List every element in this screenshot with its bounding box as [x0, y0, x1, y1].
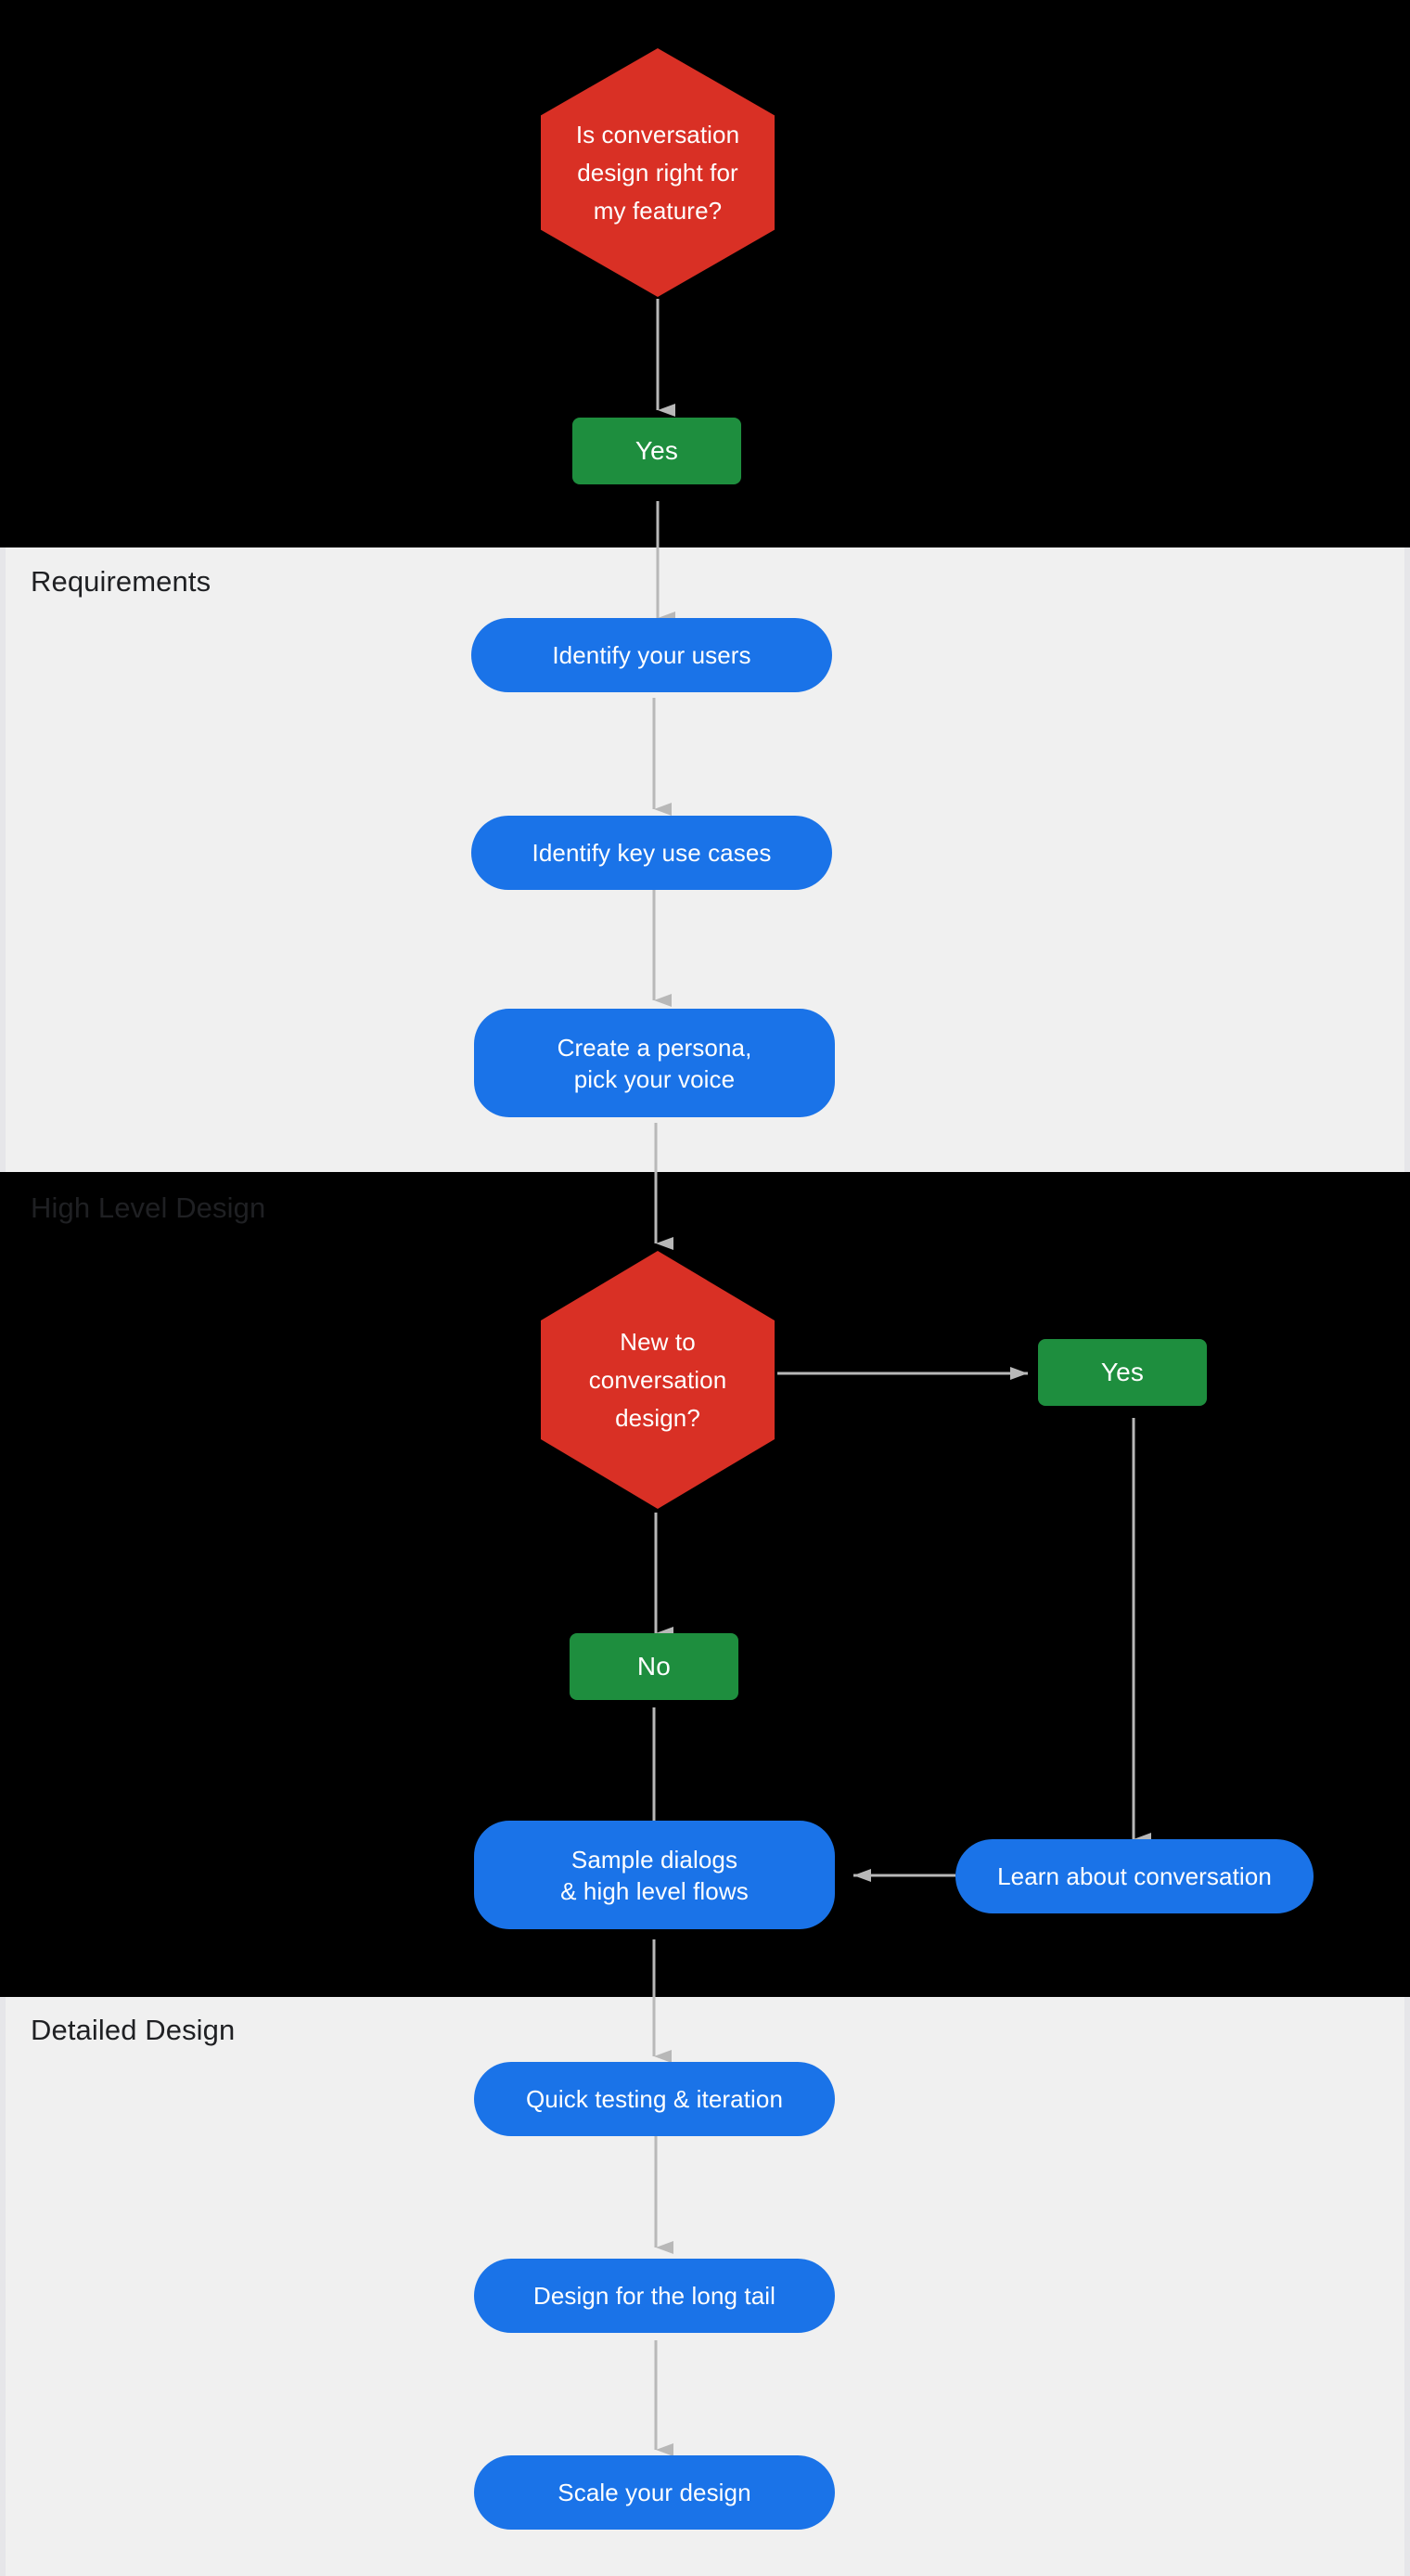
step-node-label: Scale your design [558, 2477, 750, 2508]
band-edge-left-detailed [0, 1997, 6, 2576]
step-node-learn-about-conversation[interactable]: Learn about conversation [955, 1839, 1314, 1913]
step-node-label: Design for the long tail [533, 2280, 776, 2312]
answer-node-yes-2[interactable]: Yes [1038, 1339, 1207, 1406]
identify-users-line-1: Identify your users [552, 641, 751, 669]
decision-node-label: New to conversation design? [589, 1323, 727, 1437]
answer-node-no-2[interactable]: No [570, 1633, 738, 1700]
step-node-identify-your-users[interactable]: Identify your users [471, 618, 832, 692]
step-node-label: Learn about conversation [997, 1861, 1272, 1892]
use-cases-line-1: Identify key use cases [532, 839, 772, 867]
quick-testing-line-1: Quick testing & iteration [525, 2085, 784, 2113]
create-persona-line-1: Create a persona, [557, 1033, 752, 1062]
section-label-high-level-design: High Level Design [31, 1191, 266, 1224]
answer-no-2-label: No [636, 1652, 672, 1681]
section-label-requirements: Requirements [31, 565, 212, 598]
band-edge-right-detailed [1404, 1997, 1410, 2576]
section-label-detailed-design: Detailed Design [31, 2014, 236, 2046]
step-node-create-persona-pick-voice[interactable]: Create a persona, pick your voice [474, 1009, 835, 1117]
decision1-line-3: my feature? [593, 196, 723, 225]
create-persona-line-2: pick your voice [573, 1064, 736, 1093]
step-node-identify-key-use-cases[interactable]: Identify key use cases [471, 816, 832, 890]
decision2-line-3: design? [615, 1403, 700, 1432]
scale-design-line-1: Scale your design [558, 2479, 751, 2506]
decision-node-label: Is conversation design right for my feat… [576, 116, 739, 230]
learn-conversation-line-1: Learn about conversation [997, 1862, 1272, 1890]
step-node-label: Create a persona, pick your voice [558, 1032, 752, 1095]
step-node-design-for-long-tail[interactable]: Design for the long tail [474, 2259, 835, 2333]
step-node-quick-testing-iteration[interactable]: Quick testing & iteration [474, 2062, 835, 2136]
decision2-line-1: New to [620, 1327, 696, 1356]
band-edge-left-requirements [0, 547, 6, 1172]
decision2-line-2: conversation [588, 1365, 727, 1394]
sample-dialogs-line-1: Sample dialogs [570, 1845, 738, 1874]
step-node-label: Sample dialogs & high level flows [560, 1844, 749, 1907]
step-node-label: Identify your users [552, 639, 750, 671]
answer-yes-1-label: Yes [634, 436, 679, 465]
decision1-line-2: design right for [577, 158, 738, 187]
answer-node-yes-1[interactable]: Yes [572, 418, 741, 484]
answer-yes-2-label: Yes [1100, 1358, 1145, 1386]
step-node-label: Quick testing & iteration [526, 2083, 783, 2115]
band-edge-right-requirements [1404, 547, 1410, 1172]
step-node-scale-your-design[interactable]: Scale your design [474, 2455, 835, 2530]
long-tail-line-1: Design for the long tail [532, 2282, 776, 2310]
decision1-line-1: Is conversation [575, 120, 740, 148]
sample-dialogs-line-2: & high level flows [560, 1876, 749, 1905]
step-node-label: Identify key use cases [532, 837, 772, 869]
step-node-sample-dialogs-high-level-flows[interactable]: Sample dialogs & high level flows [474, 1821, 835, 1929]
